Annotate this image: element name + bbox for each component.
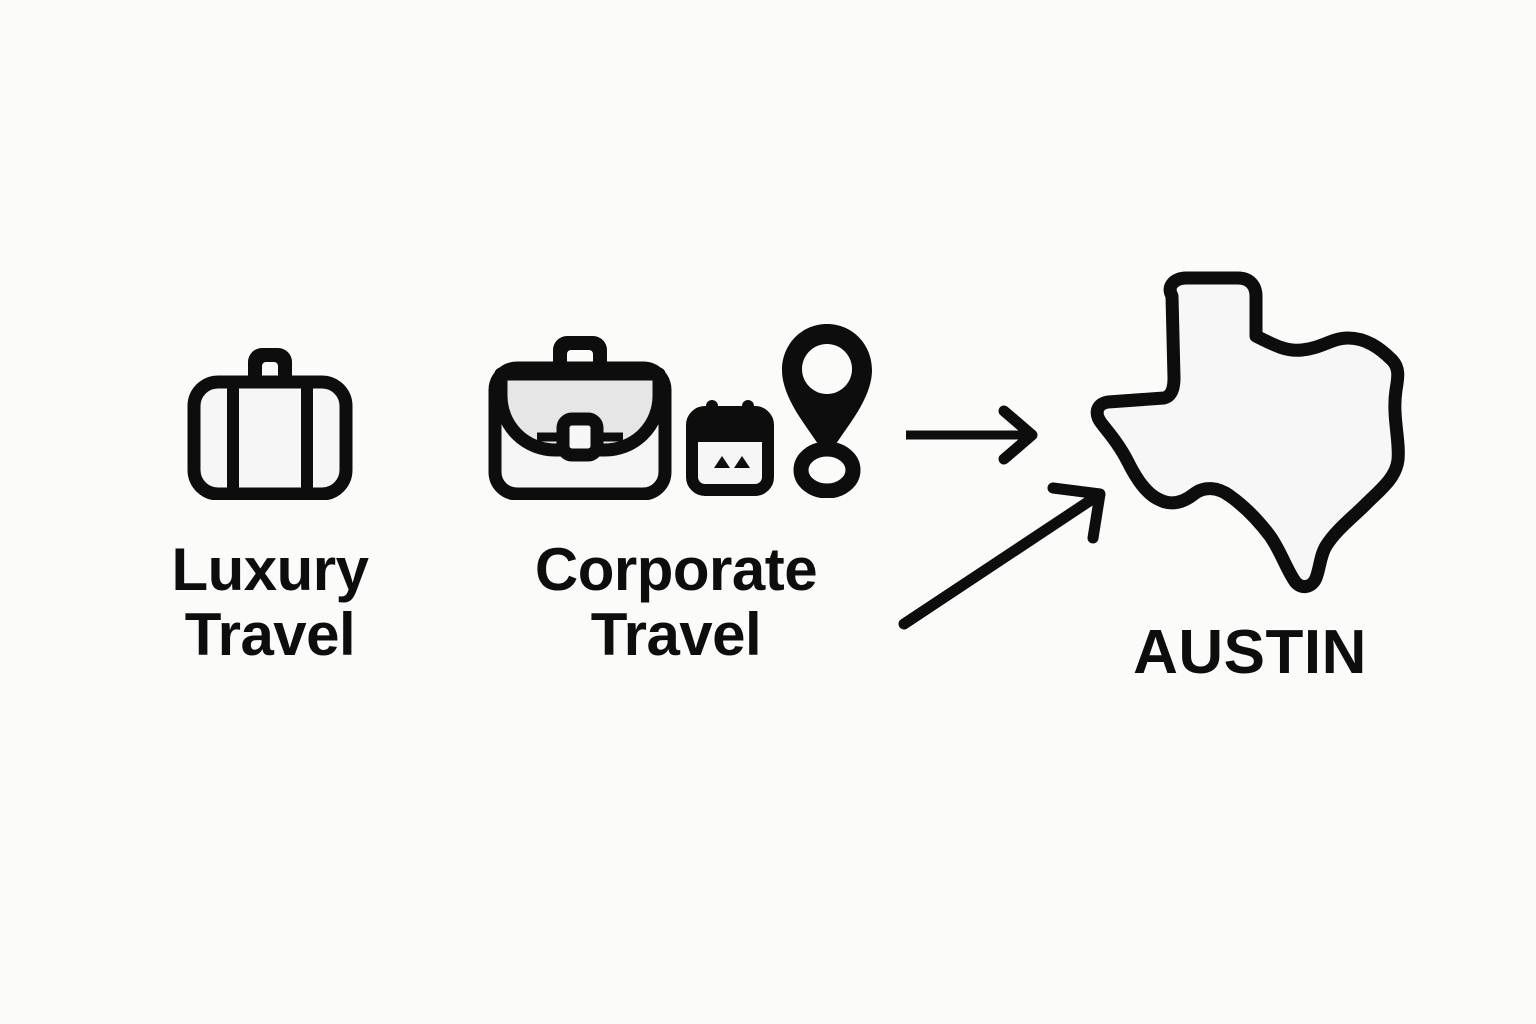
map-pin-icon [778, 318, 876, 498]
destination-icon-row [1080, 268, 1420, 598]
node-corporate-travel[interactable]: Corporate Travel [488, 300, 872, 668]
node-destination-label: AUSTIN [1133, 618, 1367, 687]
texas-state-outline-icon [1080, 268, 1420, 598]
suitcase-icon [170, 300, 370, 500]
luxury-icon-row [170, 300, 370, 500]
arrow-luxury-to-destination [900, 405, 1050, 465]
node-luxury-travel[interactable]: Luxury Travel [150, 300, 390, 668]
briefcase-icon [477, 300, 682, 500]
calendar-icon [684, 396, 776, 496]
node-luxury-label: Luxury Travel [171, 536, 369, 668]
corporate-icon-row [477, 300, 876, 500]
arrow-corporate-to-destination [890, 480, 1120, 640]
node-corporate-label: Corporate Travel [534, 536, 818, 668]
node-destination-austin[interactable]: AUSTIN [1075, 268, 1425, 687]
